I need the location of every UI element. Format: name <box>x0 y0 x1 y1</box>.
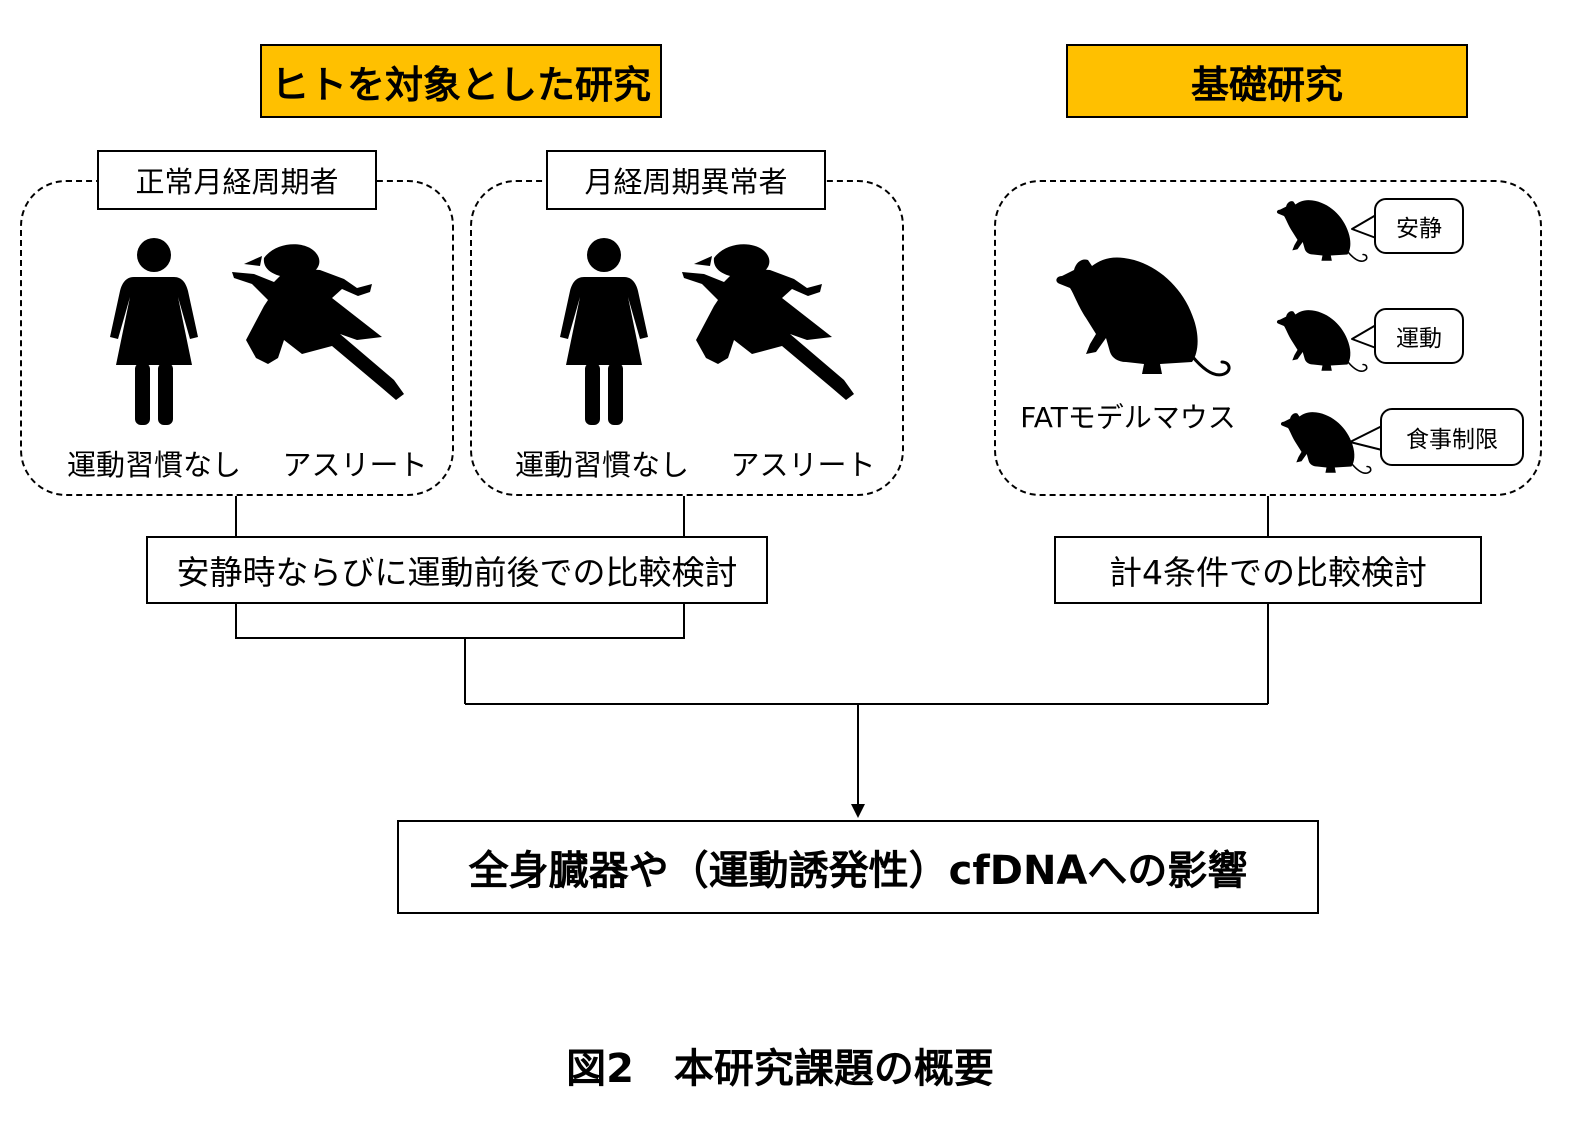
bubble-exercise: 運動 <box>1374 308 1464 364</box>
label-no-exercise-habit: 運動習慣なし <box>66 448 241 482</box>
group-title-normal-cycle: 正常月経周期者 <box>97 150 377 210</box>
comparison-basic: 計4条件での比較検討 <box>1054 536 1482 604</box>
result-box: 全身臓器や（運動誘発性）cfDNAへの影響 <box>397 820 1319 914</box>
bubble-rest: 安静 <box>1374 198 1464 254</box>
group-title-abnormal-cycle: 月経周期異常者 <box>546 150 826 210</box>
header-basic-research: 基礎研究 <box>1066 44 1468 118</box>
header-human-research-label: ヒトを対象とした研究 <box>270 62 651 107</box>
header-basic-research-label: 基礎研究 <box>1190 62 1343 107</box>
figure-caption: 図2 本研究課題の概要 <box>566 1046 994 1092</box>
bubble-diet-restriction: 食事制限 <box>1380 408 1524 466</box>
header-human-research: ヒトを対象とした研究 <box>260 44 662 118</box>
label-athlete: アスリート <box>282 448 428 482</box>
down-arrow-icon <box>851 804 865 818</box>
label-fat-model-mouse: FATモデルマウス <box>1020 401 1236 434</box>
group-mouse-model <box>994 180 1542 496</box>
label-no-exercise-habit: 運動習慣なし <box>514 448 689 482</box>
comparison-human: 安静時ならびに運動前後での比較検討 <box>146 536 768 604</box>
label-athlete: アスリート <box>730 448 876 482</box>
